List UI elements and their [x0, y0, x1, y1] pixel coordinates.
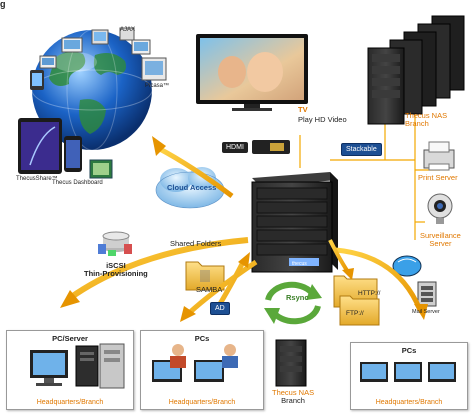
- pcs-center-box: PCs Headquarters/Branch: [140, 330, 264, 410]
- nas-branch-top-label: Thecus NAS Branch: [405, 112, 447, 129]
- ftp-label: FTP://: [346, 310, 364, 317]
- iscsi-label: iSCSI Thin-Provisioning: [84, 262, 148, 279]
- shared-folders-label: Shared Folders: [170, 240, 221, 248]
- pc-server-box: PC/Server Headquarters/Branch: [6, 330, 134, 410]
- stackable-badge: Stackable: [341, 143, 382, 156]
- ad-badge: AD: [210, 302, 230, 315]
- rsync-label: Rsync: [286, 294, 309, 302]
- ajax-label: AJAX: [120, 27, 135, 34]
- camera: [428, 194, 452, 224]
- hub-brand: thecus: [292, 262, 307, 268]
- header-partial-title: g: [0, 0, 6, 10]
- nas-branch-bottom-label: Thecus NAS Branch: [272, 389, 314, 406]
- http-label: HTTP://: [358, 290, 380, 297]
- tv-title: TV: [298, 106, 308, 114]
- pcs-center-title: PCs: [141, 334, 263, 343]
- mail-server-label: Mail Server: [412, 309, 440, 315]
- pc-server-title: PC/Server: [7, 334, 133, 343]
- central-nas: [252, 172, 338, 272]
- rsync-cycle: [264, 284, 322, 324]
- tv-subtitle: Play HD Video: [298, 116, 347, 124]
- pcs-right-title: PCs: [351, 346, 467, 355]
- surveillance-label: Surveillance Server: [420, 232, 461, 249]
- pcs-center-footer: Headquarters/Branch: [141, 399, 263, 406]
- pc-server-footer: Headquarters/Branch: [7, 399, 133, 406]
- printer: [424, 142, 454, 170]
- iscsi-server: [98, 232, 132, 256]
- nas-stack-branch: [368, 16, 464, 124]
- pcs-right-box: PCs Headquarters/Branch: [350, 342, 468, 410]
- cloud-access-label: Cloud Access: [167, 184, 216, 192]
- hdmi-label: HDMI: [222, 142, 248, 153]
- tv: [196, 34, 308, 111]
- hdmi-cable: [252, 140, 290, 154]
- pcs-right-footer: Headquarters/Branch: [351, 399, 467, 406]
- print-server-label: Print Server: [418, 174, 458, 182]
- thecus-dashboard-label: Thecus Dashboard: [52, 180, 103, 187]
- picasa-label: Picasa™: [145, 83, 169, 90]
- nas-branch-bottom: [276, 340, 306, 386]
- samba-label: SAMBA: [196, 286, 222, 294]
